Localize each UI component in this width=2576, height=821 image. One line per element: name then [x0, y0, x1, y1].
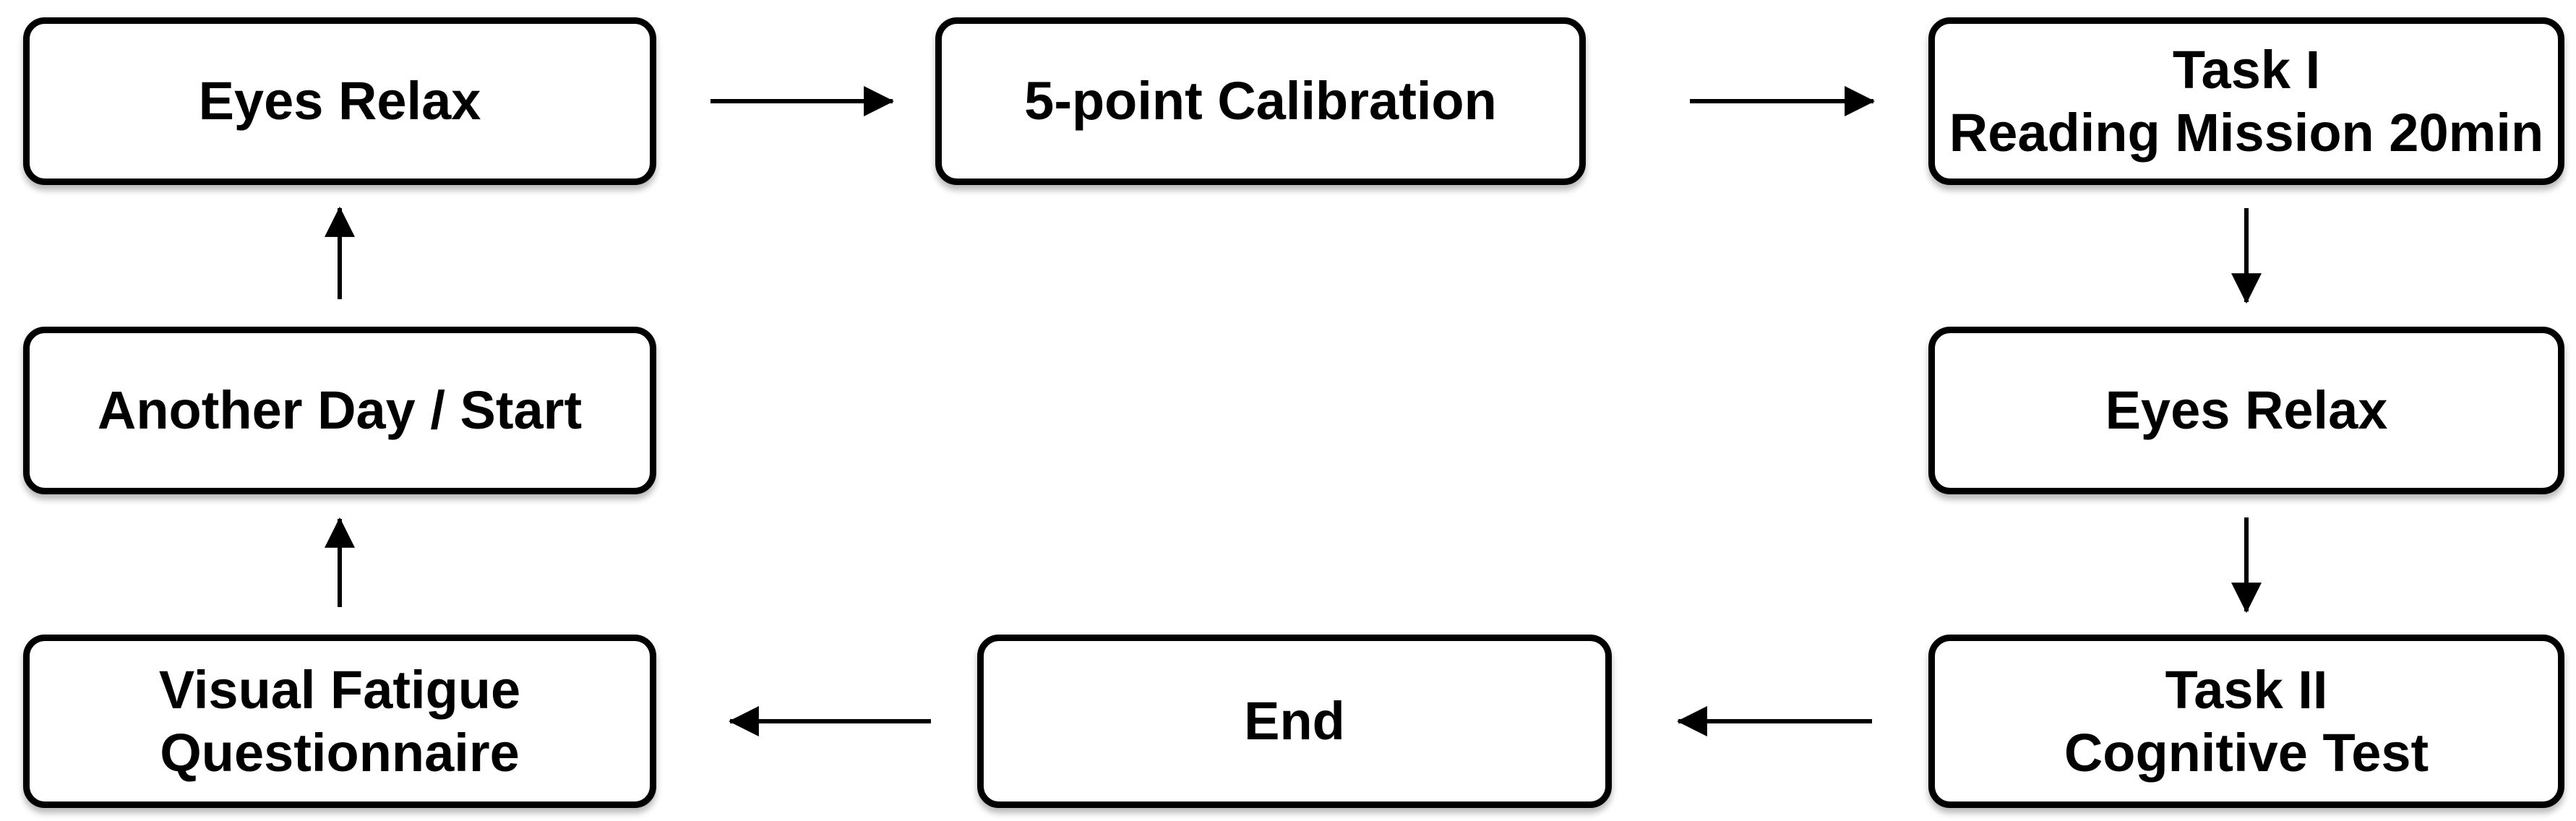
node-visual-fatigue-questionnaire-label-line2: Questionnaire	[160, 723, 520, 783]
node-eyes-relax-right-label: Eyes Relax	[2105, 380, 2388, 441]
node-task1-label-line2: Reading Mission 20min	[1949, 103, 2544, 163]
node-eyes-relax-top: Eyes Relax	[23, 17, 656, 185]
node-another-day-start: Another Day / Start	[23, 327, 656, 494]
node-task1-label-line1: Task I	[2172, 39, 2321, 100]
node-5-point-calibration-label: 5-point Calibration	[1024, 71, 1497, 132]
node-5-point-calibration: 5-point Calibration	[935, 17, 1586, 185]
node-eyes-relax-right: Eyes Relax	[1928, 327, 2564, 494]
node-task2-label-line2: Cognitive Test	[2064, 723, 2429, 783]
node-task2-label-line1: Task II	[2165, 659, 2328, 720]
node-visual-fatigue-questionnaire: Visual Fatigue Questionnaire	[23, 635, 656, 808]
node-end: End	[977, 635, 1612, 808]
node-eyes-relax-top-label: Eyes Relax	[198, 71, 481, 132]
node-another-day-start-label: Another Day / Start	[97, 380, 583, 441]
node-visual-fatigue-questionnaire-label-line1: Visual Fatigue	[158, 659, 521, 720]
node-end-label: End	[1244, 691, 1345, 752]
node-task1-reading-mission: Task I Reading Mission 20min	[1928, 17, 2564, 185]
node-task2-cognitive-test: Task II Cognitive Test	[1928, 635, 2564, 808]
